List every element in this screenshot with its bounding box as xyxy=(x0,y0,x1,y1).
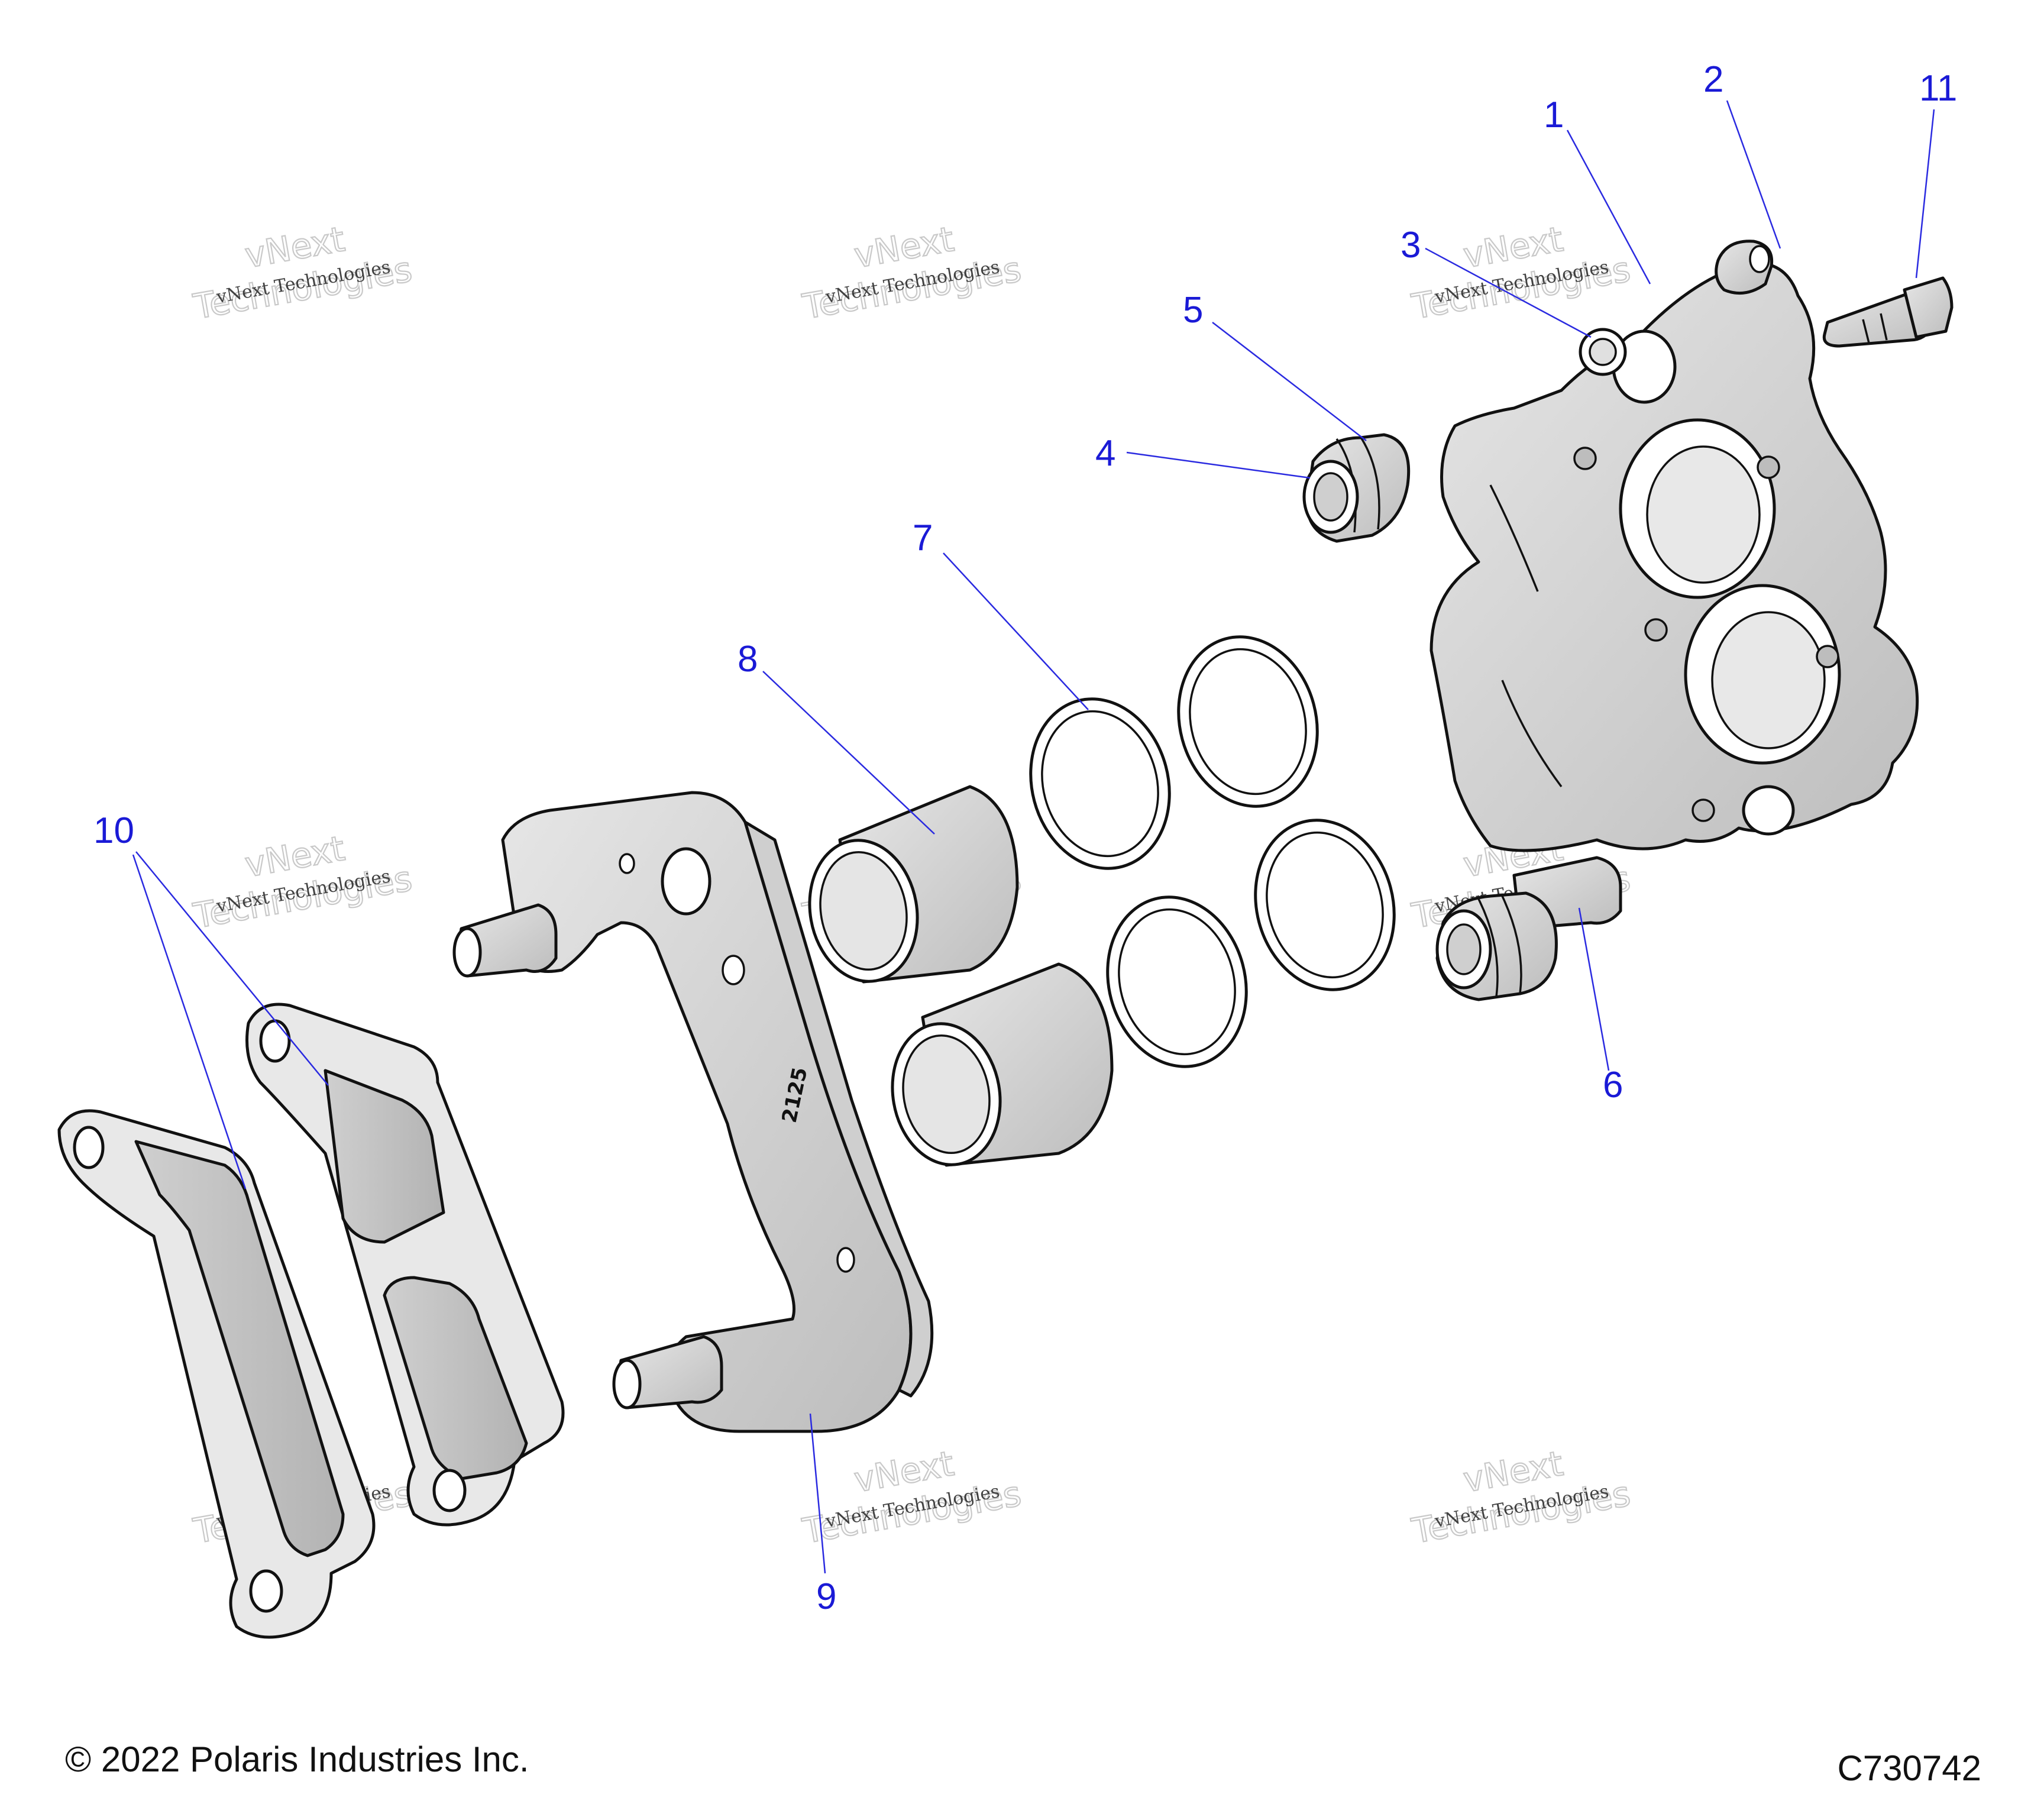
callout-5: 5 xyxy=(1183,290,1203,331)
piston-seal-rings xyxy=(1029,635,1396,1068)
watermark-8: Technologies vNext vNext Technologies xyxy=(799,1443,1025,1552)
watermark-2: Technologies vNext vNext Technologies xyxy=(799,218,1025,328)
callout-3: 3 xyxy=(1401,225,1421,266)
callout-7: 7 xyxy=(913,518,933,558)
callout-6: 6 xyxy=(1603,1065,1623,1105)
caliper-body xyxy=(1429,261,1919,852)
bleeder-screw xyxy=(1822,276,1954,348)
bleeder-cap xyxy=(1715,240,1774,295)
leader-3 xyxy=(1425,247,1592,338)
callout-2: 2 xyxy=(1703,59,1723,100)
watermark-9: Technologies vNext vNext Technologies xyxy=(1408,1443,1634,1552)
callout-11: 11 xyxy=(1919,68,1957,109)
guide-pin-boot-lower xyxy=(1435,856,1622,1001)
brake-pad-inner xyxy=(245,1003,565,1527)
callout-8: 8 xyxy=(738,639,758,680)
caliper-ear-bushing xyxy=(1579,328,1627,376)
watermark-4: Technologies vNext vNext Technologies xyxy=(190,827,416,937)
caliper-pistons xyxy=(808,785,1114,1167)
brake-pad-outer xyxy=(57,1109,376,1639)
leader-10a xyxy=(135,851,329,1086)
callout-4: 4 xyxy=(1095,433,1115,474)
leader-1 xyxy=(1566,130,1651,284)
leader-5 xyxy=(1212,322,1367,441)
watermark-1: Technologies vNext vNext Technologies xyxy=(190,218,416,328)
illustration-code: C730742 xyxy=(1837,1748,1981,1788)
leader-11 xyxy=(1915,109,1935,279)
caliper-mounting-bracket: 2125 xyxy=(452,791,934,1433)
callout-10: 10 xyxy=(93,810,134,851)
leader-6 xyxy=(1578,907,1610,1071)
callout-labels: 1 2 11 3 5 4 7 8 6 9 10 xyxy=(93,59,1957,1617)
guide-pin-boot-upper xyxy=(1302,433,1411,543)
leader-4 xyxy=(1126,451,1311,479)
leader-8 xyxy=(762,671,935,835)
callout-1: 1 xyxy=(1544,95,1564,135)
copyright-notice: © 2022 Polaris Industries Inc. xyxy=(65,1740,529,1779)
leader-10b xyxy=(132,854,247,1189)
watermark-3: Technologies vNext vNext Technologies xyxy=(1408,218,1634,328)
leader-7 xyxy=(943,552,1089,710)
leader-2 xyxy=(1726,100,1781,249)
callout-9: 9 xyxy=(816,1576,836,1617)
leader-9 xyxy=(809,1413,826,1574)
leader-lines xyxy=(132,100,1935,1574)
